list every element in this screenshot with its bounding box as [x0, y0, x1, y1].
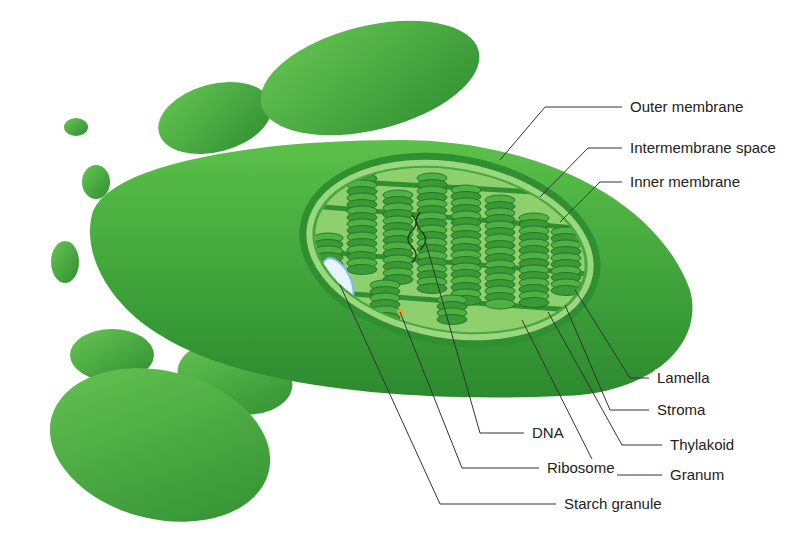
leader-line	[425, 240, 524, 433]
leader-line	[340, 285, 556, 504]
part-label: Inner membrane	[628, 173, 742, 191]
leader-line	[565, 305, 649, 410]
thylakoid-disc	[347, 265, 377, 275]
inner-membrane	[299, 145, 601, 355]
grana-group	[300, 167, 600, 325]
thylakoid-disc	[370, 313, 400, 323]
leader-lines	[340, 107, 662, 504]
small-chloroplast	[64, 118, 88, 136]
part-label: Outer membrane	[628, 98, 745, 116]
part-label: Granum	[668, 466, 726, 484]
thylakoid-disc	[551, 286, 581, 296]
thylakoid-disc	[519, 298, 549, 308]
starch-granule	[316, 253, 360, 307]
dna-strand	[408, 212, 426, 263]
part-label: Intermembrane space	[628, 139, 778, 157]
part-label: Stroma	[655, 401, 707, 419]
leader-line	[500, 107, 622, 160]
part-label: Lamella	[655, 369, 712, 387]
chloroplast-blob	[249, 0, 492, 155]
small-chloroplast	[82, 165, 110, 199]
part-label: Starch granule	[562, 495, 664, 513]
lamella-bar	[300, 205, 600, 230]
thylakoid-disc	[437, 315, 467, 325]
leader-line	[575, 290, 649, 378]
outer-membrane-cut	[284, 130, 616, 370]
leader-line	[400, 312, 539, 468]
part-label: Thylakoid	[668, 436, 736, 454]
small-chloroplast	[51, 241, 79, 283]
chloroplast-blob	[33, 346, 286, 541]
part-label: Ribosome	[545, 459, 617, 477]
leader-line	[540, 148, 622, 197]
leader-line	[560, 182, 622, 222]
leader-line	[522, 320, 662, 475]
thylakoid-disc	[417, 284, 447, 294]
thylakoid-disc	[485, 299, 515, 309]
part-label: DNA	[530, 424, 566, 442]
thylakoid-disc	[313, 285, 343, 295]
chloroplast-body	[90, 140, 692, 398]
